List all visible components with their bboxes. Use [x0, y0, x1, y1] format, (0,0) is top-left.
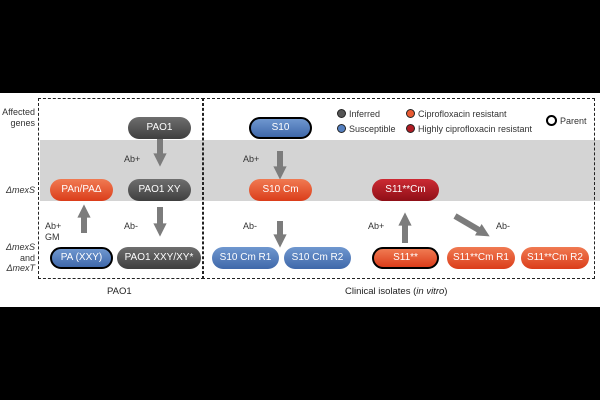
resistant-swatch-icon: [406, 109, 415, 118]
condition-ab-plus-gm: Ab+ GM: [45, 221, 61, 242]
row-label-mexS-mexT: ΔmexS and ΔmexT: [0, 242, 35, 274]
legend-inferred: Inferred: [337, 109, 380, 120]
row-label-line: ΔmexS: [5, 242, 35, 252]
strain-s11-cm: S11**Cm: [372, 179, 439, 201]
strain-s11-cm-r1: S11**Cm R1: [447, 247, 515, 269]
strain-pan-pa: PAn/PAΔ: [50, 179, 113, 201]
condition-ab-minus: Ab-: [243, 221, 258, 231]
legend-label: Inferred: [349, 109, 381, 119]
condition-ab-minus: Ab-: [124, 221, 139, 231]
strain-s10-cm-r2: S10 Cm R2: [284, 247, 351, 269]
legend-parent: Parent: [546, 115, 587, 127]
strain-s10-cm: S10 Cm: [249, 179, 312, 201]
condition-ab-plus: Ab+: [368, 221, 385, 231]
arrow-s11cm-to-r: [453, 213, 490, 237]
diagram-panel: Affected genes ΔmexS ΔmexS and ΔmexT Inf…: [0, 93, 600, 307]
row-label-mexS: ΔmexS: [0, 185, 35, 196]
condition-ab-plus: Ab+: [243, 154, 260, 164]
row-label-line: genes: [10, 117, 35, 128]
row-label-affected-genes: Affected genes: [0, 107, 35, 128]
condition-ab-minus: Ab-: [496, 221, 511, 231]
susceptible-swatch-icon: [337, 124, 346, 133]
strain-s11: S11**: [372, 247, 439, 269]
row-label-line: Affected: [2, 107, 35, 117]
condition-line: Ab+: [45, 221, 62, 231]
strain-pa-xxy: PA (XXY): [50, 247, 113, 269]
row-label-line: ΔmexT: [6, 263, 35, 273]
caption-pao1: PAO1: [107, 286, 132, 297]
legend-susceptible: Susceptible: [337, 124, 396, 135]
caption-clinical-isolates: Clinical isolates (in vitro): [345, 286, 447, 297]
strain-s10: S10: [249, 117, 312, 139]
condition-line: GM: [45, 231, 60, 242]
strain-pao1-xy: PAO1 XY: [128, 179, 191, 201]
legend-cipro-resistant: Ciprofloxacin resistant: [406, 109, 507, 120]
strain-pao1: PAO1: [128, 117, 191, 139]
caption-text: ): [444, 286, 448, 297]
parent-ring-icon: [546, 115, 557, 126]
legend-label: Parent: [560, 116, 587, 126]
highly-resistant-swatch-icon: [406, 124, 415, 133]
strain-s11-cm-r2: S11**Cm R2: [521, 247, 589, 269]
strain-s10-cm-r1: S10 Cm R1: [212, 247, 279, 269]
row-label-line: and: [19, 252, 35, 263]
legend-highly-resistant: Highly ciprofloxacin resistant: [406, 124, 532, 135]
clinical-isolates-group-box: [202, 98, 595, 279]
legend-label: Ciprofloxacin resistant: [418, 109, 507, 119]
legend-label: Susceptible: [349, 124, 396, 134]
caption-italic-text: in vitro: [416, 286, 445, 297]
caption-text: Clinical isolates (: [345, 286, 417, 297]
row-label-line: ΔmexS: [5, 185, 35, 195]
arrows-layer: [77, 139, 490, 248]
inferred-swatch-icon: [337, 109, 346, 118]
pao1-group-box: [38, 98, 204, 279]
legend-label: Highly ciprofloxacin resistant: [418, 124, 533, 134]
strain-pao1-xxy: PAO1 XXY/XY*: [117, 247, 201, 269]
condition-ab-plus: Ab+: [124, 154, 141, 164]
